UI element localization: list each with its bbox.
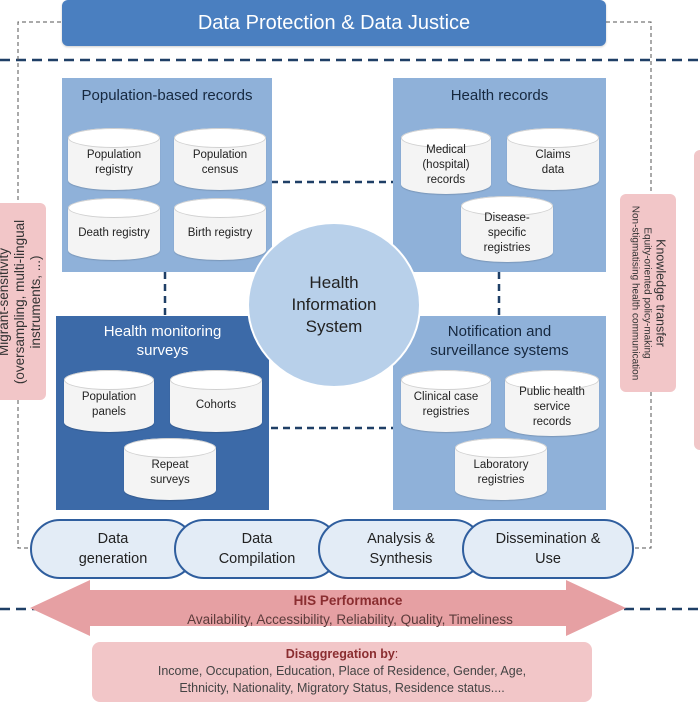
title-banner: Data Protection & Data Justice [62, 0, 606, 46]
panel-title: Health records [450, 87, 549, 104]
panel-title: Notification and surveillance systems [430, 323, 569, 359]
db-clinical-case-registries: Clinical case registries [401, 370, 491, 432]
panel-health-surveys: Health monitoring surveys Population pan… [56, 316, 269, 510]
db-birth-registry: Birth registry [174, 198, 266, 260]
right-edge-box [694, 150, 700, 450]
disaggregation-line1: Income, Occupation, Education, Place of … [157, 664, 527, 678]
db-public-health-records: Public health service records [505, 370, 599, 436]
db-population-census: Population census [174, 128, 266, 190]
disaggregation-box: Disaggregation by: Income, Occupation, E… [92, 642, 592, 702]
page-title: Data Protection & Data Justice [197, 11, 471, 34]
db-repeat-surveys: Repeat surveys [124, 438, 216, 500]
performance-title: HIS Performance [293, 593, 403, 608]
panel-title: Population-based records [81, 87, 253, 104]
health-information-system: Health Information System [247, 222, 421, 388]
db-death-registry: Death registry [68, 198, 160, 260]
db-cohorts: Cohorts [170, 370, 262, 432]
disaggregation-line2: Ethnicity, Nationality, Migratory Status… [179, 681, 505, 695]
db-population-registry: Population registry [68, 128, 160, 190]
knowledge-transfer-box: Knowledge transfer Equity-oriented polic… [620, 194, 676, 392]
process-analysis-synthesis: Analysis &Synthesis [318, 519, 484, 579]
migrant-sensitivity-box: Migrant-sensitivity (oversampling, multi… [0, 203, 46, 400]
panel-health-records: Health records Medical (hospital) record… [393, 78, 606, 272]
disaggregation-colon: : [394, 647, 399, 661]
db-laboratory-registries: Laboratory registries [455, 438, 547, 500]
db-claims-data: Claims data [507, 128, 599, 190]
process-dissemination-use: Dissemination &Use [462, 519, 634, 579]
panel-title: Health monitoring surveys [103, 323, 222, 359]
db-medical-records: Medical (hospital) records [401, 128, 491, 194]
panel-population-records: Population-based records Population regi… [62, 78, 272, 272]
disaggregation-title: Disaggregation by [285, 647, 395, 661]
db-disease-registries: Disease-specific registries [461, 196, 553, 262]
performance-subtitle: Availability, Accessibility, Reliability… [187, 612, 513, 627]
db-population-panels: Population panels [64, 370, 154, 432]
performance-arrow [30, 580, 626, 636]
panel-surveillance: Notification and surveillance systems Cl… [393, 316, 606, 510]
